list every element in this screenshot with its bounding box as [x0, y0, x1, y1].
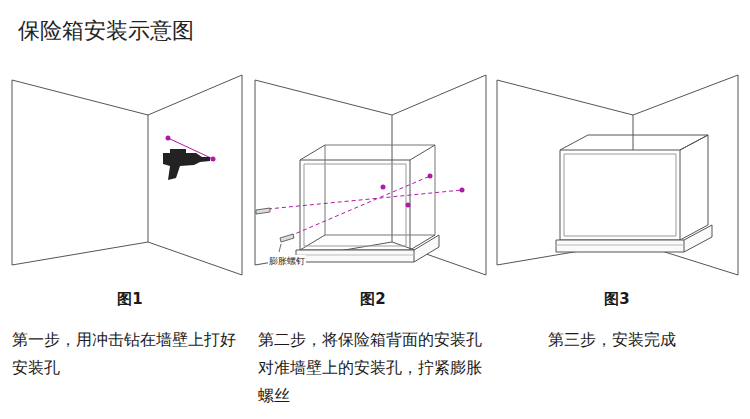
- part-label: 膨胀螺钉: [268, 255, 306, 268]
- figure-number: 图2: [343, 290, 403, 309]
- figure-number: 图3: [587, 290, 647, 309]
- wall-corner: [12, 75, 738, 275]
- figure-number: 图1: [100, 290, 160, 309]
- safe-installed: [556, 135, 712, 252]
- diagram-title: 保险箱安装示意图: [18, 16, 194, 46]
- safe-wireframe: [296, 145, 439, 262]
- step-text: 第一步，用冲击钻在墙壁上打好安装孔: [12, 326, 240, 382]
- alignment-line: [268, 176, 462, 236]
- impact-drill: [163, 136, 216, 181]
- expansion-screw: [256, 208, 294, 252]
- step-text: 第三步，安装完成: [548, 326, 738, 354]
- step-text: 第二步，将保险箱背面的安装孔对准墙壁上的安装孔，拧紧膨胀螺丝: [258, 326, 486, 410]
- hole-dot: [381, 174, 465, 208]
